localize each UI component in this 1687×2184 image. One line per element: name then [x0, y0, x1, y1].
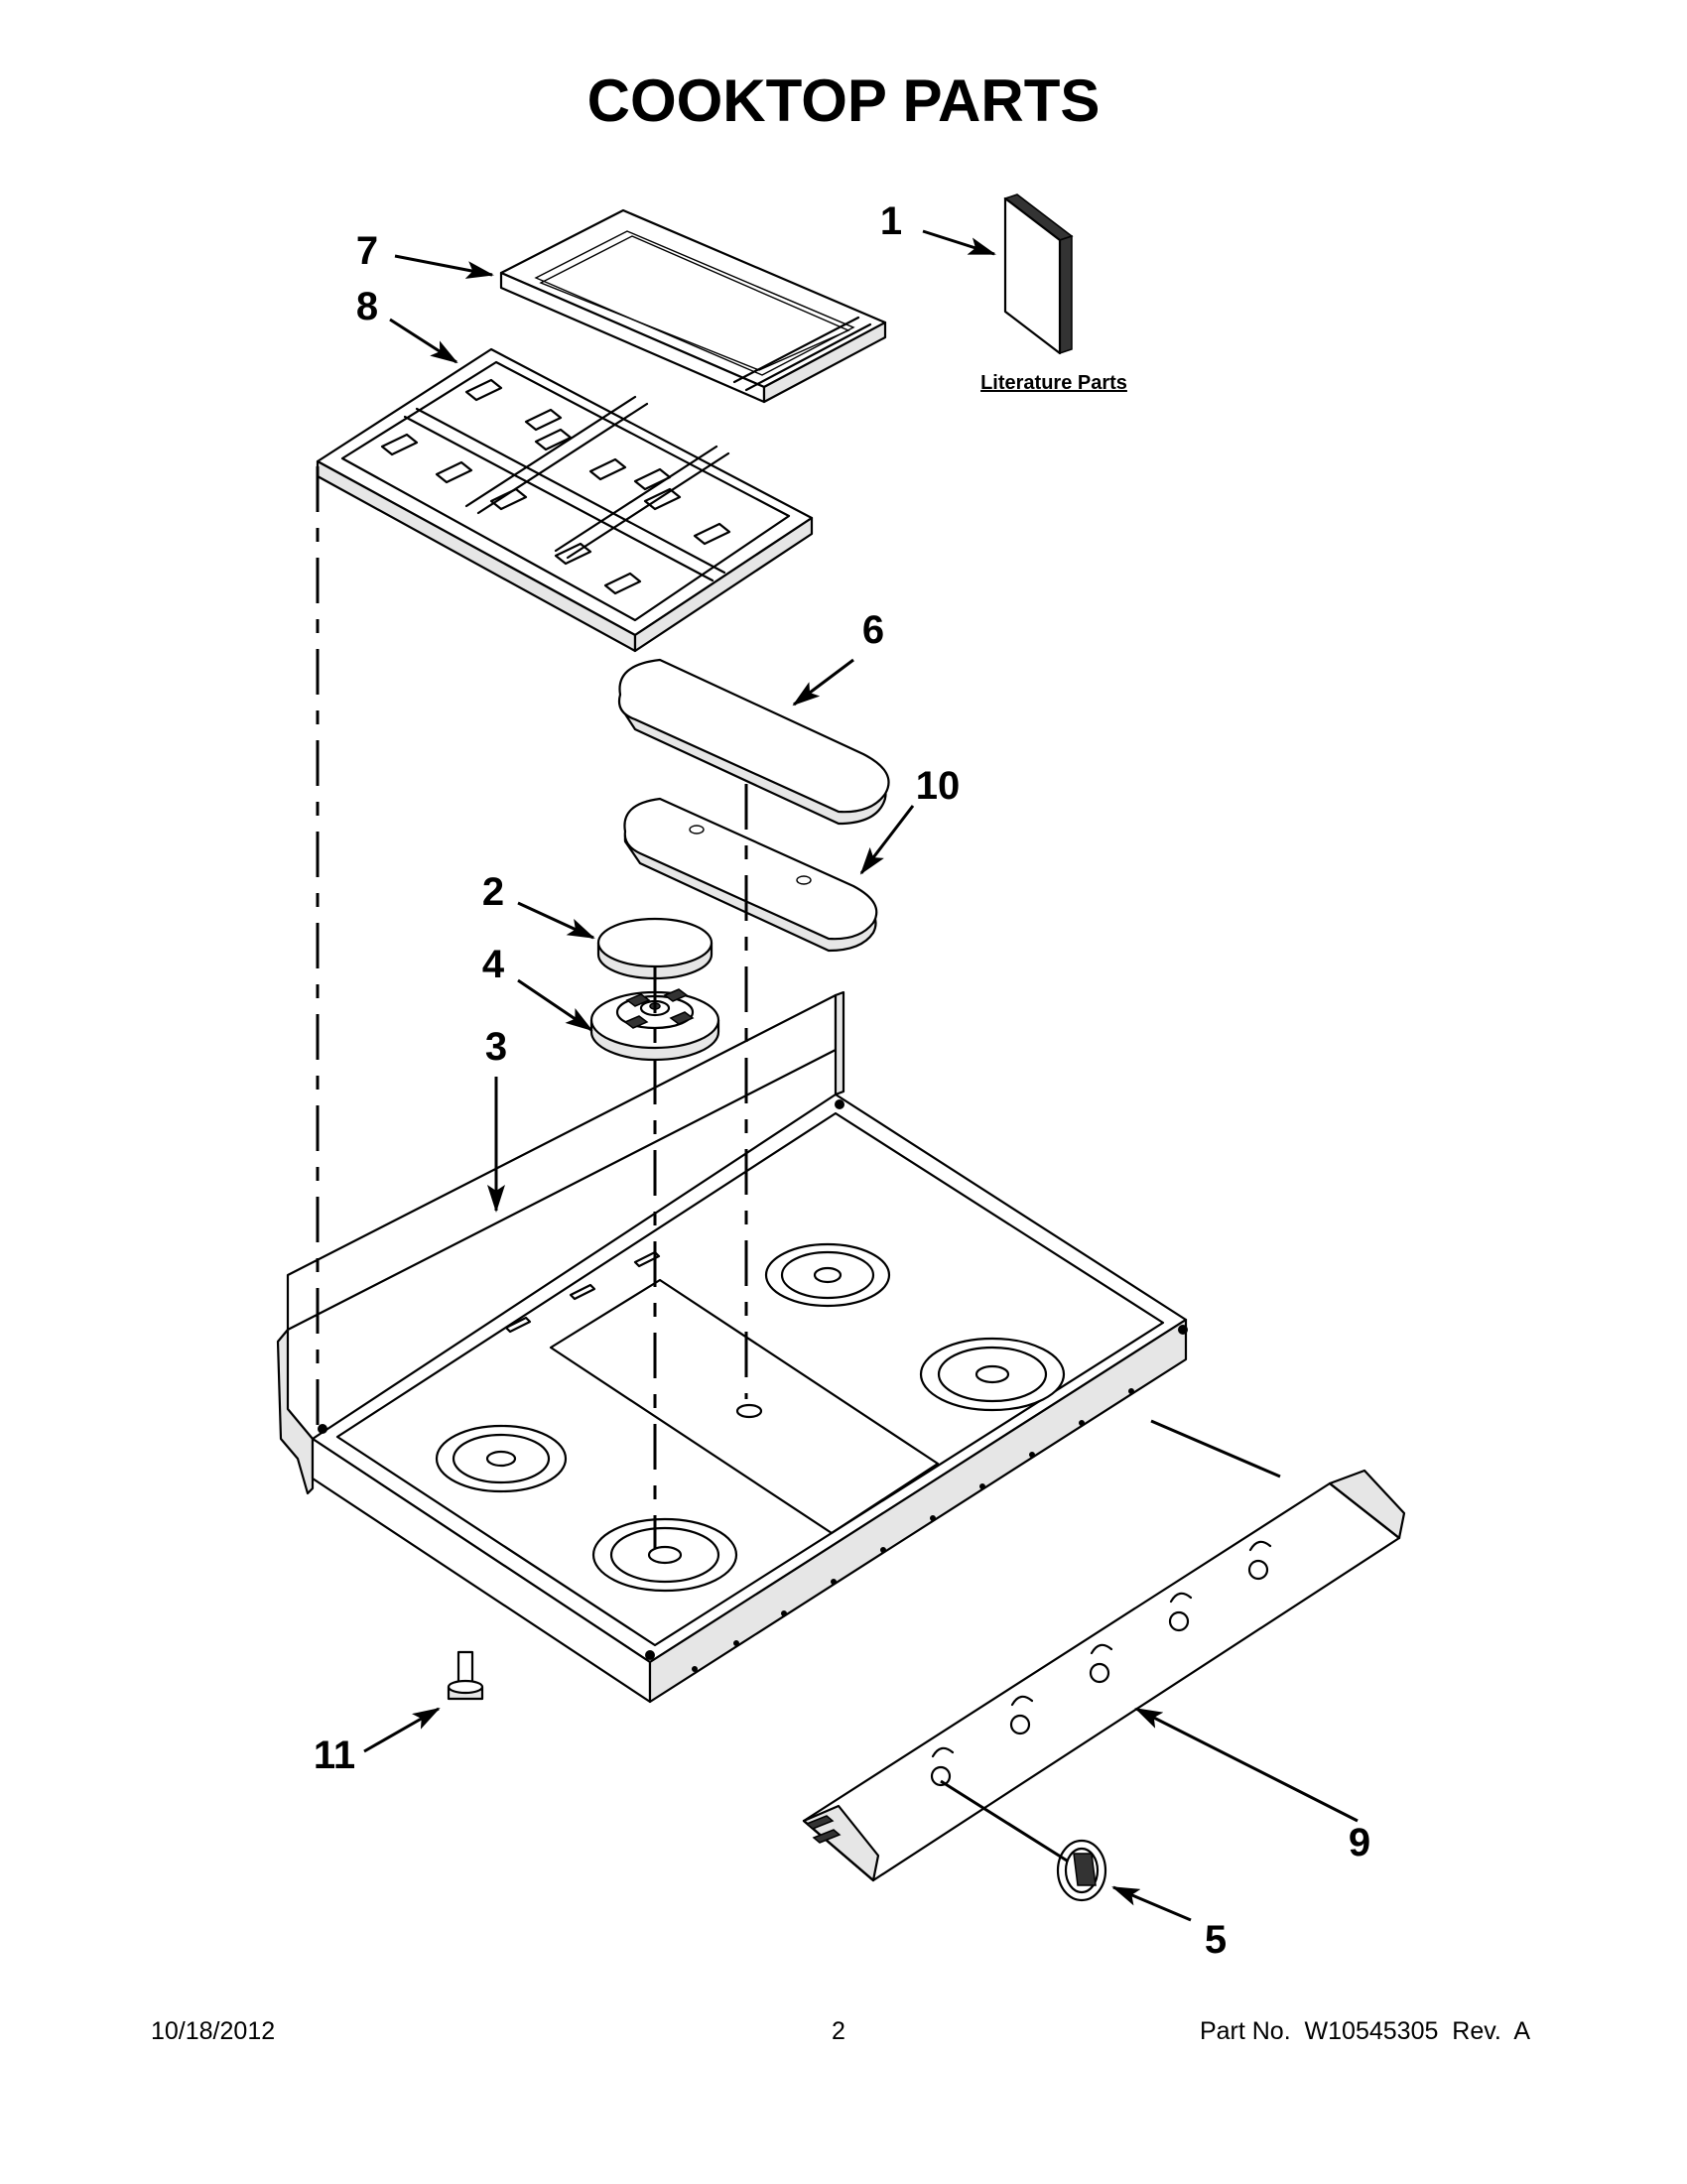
leveling-leg — [447, 1650, 484, 1701]
cooktop — [276, 990, 1188, 1704]
callout-11: 11 — [314, 1734, 355, 1777]
callout-4: 4 — [482, 943, 505, 986]
callout-3: 3 — [485, 1025, 507, 1069]
literature-parts-booklet — [1003, 193, 1074, 355]
footer-date: 10/18/2012 — [151, 2017, 275, 2045]
callout-2: 2 — [482, 870, 504, 914]
callout-1: 1 — [880, 199, 902, 243]
burner-cap — [596, 917, 714, 980]
callout-6: 6 — [862, 608, 884, 652]
callout-5: 5 — [1205, 1918, 1227, 1962]
burner-grate — [316, 347, 814, 653]
callout-7: 7 — [356, 229, 378, 273]
callout-8: 8 — [356, 285, 378, 328]
page-title: COOKTOP PARTS — [587, 67, 1101, 134]
center-grate — [617, 658, 890, 826]
footer-page-number: 2 — [832, 2017, 845, 2045]
manifold-panel — [802, 1469, 1406, 1882]
callout-9: 9 — [1349, 1821, 1370, 1864]
control-knob — [1056, 1839, 1107, 1902]
callout-10: 10 — [916, 764, 961, 808]
footer-part-number: Part No. W10545305 Rev. A — [1200, 2017, 1530, 2045]
center-grate-support-plate — [623, 797, 878, 953]
griddle — [499, 208, 887, 404]
literature-parts-label: Literature Parts — [980, 372, 1127, 394]
